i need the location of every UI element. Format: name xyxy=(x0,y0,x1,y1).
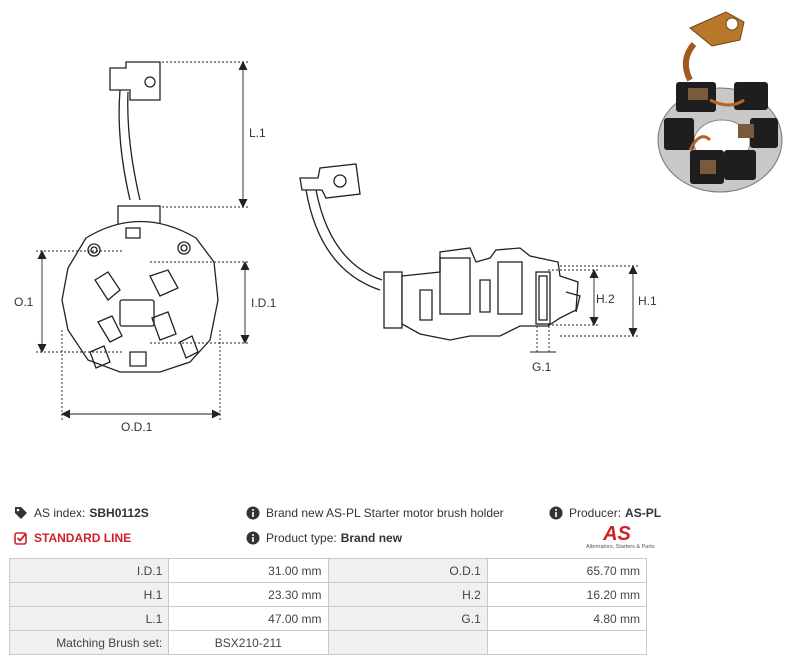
standard-line-label: STANDARD LINE xyxy=(34,531,132,545)
spec-value: 23.30 mm xyxy=(168,582,329,607)
tag-icon xyxy=(15,507,27,519)
dim-label-o1: O.1 xyxy=(14,295,34,309)
dim-label-l1: L.1 xyxy=(249,126,266,140)
specs-table: I.D.1 31.00 mm O.D.1 65.70 mm H.1 23.30 … xyxy=(8,558,648,655)
dim-label-id1: I.D.1 xyxy=(251,296,277,310)
info-icon xyxy=(246,506,260,520)
dim-label-od1: O.D.1 xyxy=(121,420,153,434)
technical-drawing: L.1 O.1 I.D.1 O.D.1 H.2 H.1 G.1 xyxy=(14,11,783,434)
checkbox-checked-icon xyxy=(14,532,27,545)
spec-label xyxy=(327,630,488,655)
info-icon xyxy=(549,506,563,520)
spec-value: BSX210-211 xyxy=(168,630,329,655)
producer: Producer: AS-PL xyxy=(549,506,661,520)
front-view-dimensions xyxy=(36,60,250,420)
side-view-dimensions xyxy=(530,264,640,354)
dim-label-h2: H.2 xyxy=(596,292,615,306)
product-type-value: Brand new xyxy=(340,531,403,545)
logo-tagline: Alternators, Starters & Parts xyxy=(586,544,655,550)
as-index: AS index: SBH0112S xyxy=(14,506,149,520)
product-type-label: Product type: xyxy=(266,531,337,545)
spec-label: O.D.1 xyxy=(327,558,488,583)
product-type: Product type: Brand new xyxy=(246,531,402,545)
table-row: H.1 23.30 mm H.2 16.20 mm xyxy=(8,582,648,607)
spec-value xyxy=(486,630,648,655)
side-view-drawing xyxy=(299,163,581,341)
spec-value: 4.80 mm xyxy=(486,606,648,631)
product-photo xyxy=(657,11,783,193)
spec-label: L.1 xyxy=(8,606,170,631)
front-view-drawing xyxy=(61,61,219,373)
producer-label: Producer: xyxy=(569,506,622,520)
spec-value: 65.70 mm xyxy=(486,558,648,583)
table-row: L.1 47.00 mm G.1 4.80 mm xyxy=(8,606,648,631)
as-index-label: AS index: xyxy=(34,506,86,520)
dim-label-g1: G.1 xyxy=(532,360,552,374)
dim-label-h1: H.1 xyxy=(638,294,657,308)
standard-line: STANDARD LINE xyxy=(14,531,131,545)
spec-label: I.D.1 xyxy=(8,558,170,583)
spec-label: Matching Brush set: xyxy=(8,630,170,655)
spec-value: 47.00 mm xyxy=(168,606,329,631)
spec-value: 31.00 mm xyxy=(168,558,329,583)
info-icon xyxy=(246,531,260,545)
logo-mark: AS xyxy=(603,523,631,545)
as-index-value: SBH0112S xyxy=(89,506,149,520)
spec-label: H.1 xyxy=(8,582,170,607)
table-row: Matching Brush set: BSX210-211 xyxy=(8,630,648,655)
description-text: Brand new AS-PL Starter motor brush hold… xyxy=(266,506,504,520)
product-description: Brand new AS-PL Starter motor brush hold… xyxy=(246,506,504,520)
table-row: I.D.1 31.00 mm O.D.1 65.70 mm xyxy=(8,558,648,583)
producer-value: AS-PL xyxy=(625,506,662,520)
spec-label: G.1 xyxy=(327,606,488,631)
spec-label: H.2 xyxy=(327,582,488,607)
as-pl-logo: AS Alternators, Starters & Parts xyxy=(586,523,655,550)
spec-value: 16.20 mm xyxy=(486,582,648,607)
